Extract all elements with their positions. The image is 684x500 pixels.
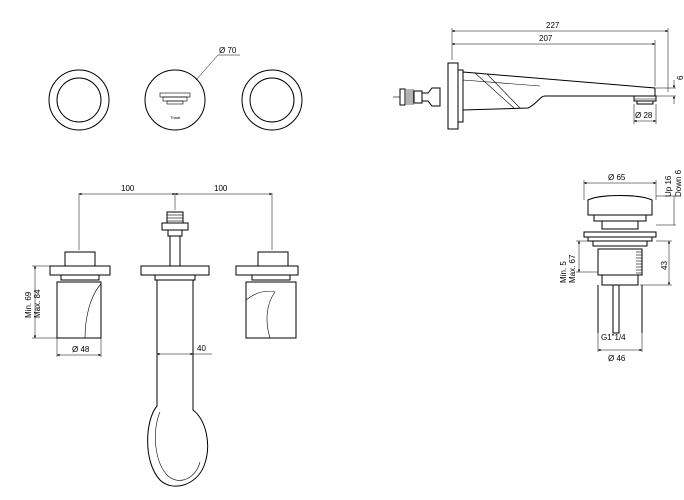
left-handle-front [49, 251, 111, 339]
drain-view: Ø 65 Up 16 Down 6 Min. 5 Max. 67 43 G1"1… [559, 169, 683, 363]
up-16-label: Up 16 [664, 175, 673, 197]
top-view: Thaal Ø 70 [48, 46, 303, 131]
dimension-diameter-70: Ø 70 [195, 46, 240, 81]
spout-width-40-label: 40 [197, 344, 206, 353]
right-handle-top [241, 69, 303, 131]
thread-label: G1"1/4 [601, 333, 626, 342]
spacing-left-100-label: 100 [121, 184, 135, 193]
left-handle-top [48, 69, 110, 131]
spacing-right-100-label: 100 [214, 184, 228, 193]
handle-diameter-48-label: Ø 48 [72, 345, 90, 354]
diameter-28-label: Ø 28 [635, 111, 653, 120]
min-5-label: Min. 5 [559, 261, 568, 283]
down-6-label: Down 6 [674, 169, 683, 197]
spout-207-label: 207 [539, 34, 553, 43]
right-handle-front [235, 251, 299, 339]
front-view: 100 100 Min. 69 Max. 84 Ø 48 [24, 184, 299, 487]
handle-max-label: Max. 84 [33, 289, 42, 318]
base-diameter-46-label: Ø 46 [608, 354, 626, 363]
logo-text: Thaal [170, 115, 180, 120]
length-227-label: 227 [546, 21, 560, 30]
spout-top: Thaal [144, 69, 206, 131]
max-67-label: Max. 67 [568, 254, 577, 283]
handle-min-label: Min. 69 [24, 291, 33, 318]
body-height-43-label: 43 [660, 261, 669, 270]
side-view: 227 207 6 Ø 28 [393, 21, 684, 130]
spout-front [140, 211, 210, 487]
height-6-label: 6 [676, 75, 684, 80]
diameter-70-label: Ø 70 [219, 46, 237, 55]
cap-diameter-65-label: Ø 65 [608, 173, 626, 182]
